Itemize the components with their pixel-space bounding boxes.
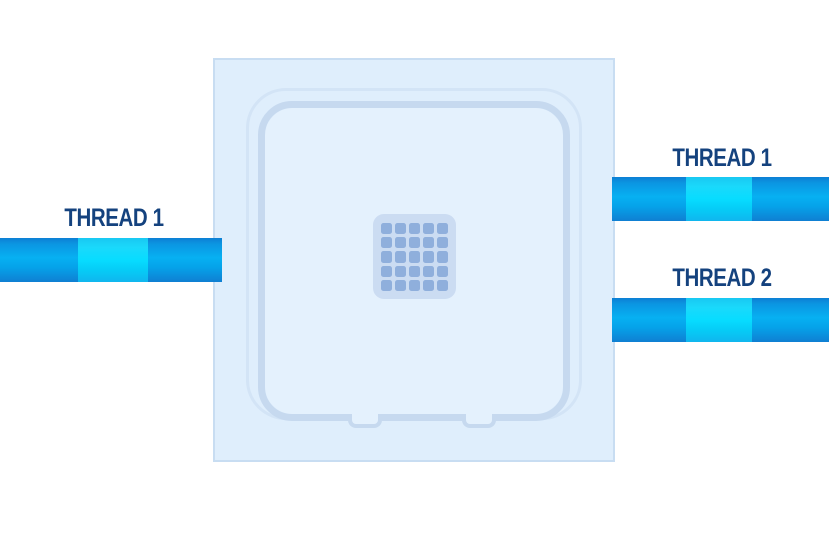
- cpu-core-cell: [423, 265, 434, 277]
- thread-segment-highlight: [686, 298, 752, 342]
- cpu-notch-right: [462, 414, 496, 428]
- cpu-core-cell: [409, 251, 420, 263]
- cpu-core-cell: [437, 279, 448, 291]
- cpu-core-cell: [437, 251, 448, 263]
- cpu-core-cell: [395, 265, 406, 277]
- cpu-frame-inner-ring: [258, 101, 570, 421]
- cpu-core-cell: [395, 237, 406, 249]
- cpu-core-cell: [423, 279, 434, 291]
- cpu-core-cell: [409, 237, 420, 249]
- cpu-core-cell: [437, 237, 448, 249]
- thread-bar-input-1: [0, 238, 222, 282]
- cpu-core-cell: [381, 265, 392, 277]
- thread-bar-output-1: [612, 177, 829, 221]
- cpu-core-cell: [423, 251, 434, 263]
- cpu-core-cell: [395, 251, 406, 263]
- thread-segment-highlight: [686, 177, 752, 221]
- cpu-core-cell: [409, 265, 420, 277]
- cpu-core-cell: [381, 279, 392, 291]
- cpu-notch-left: [348, 414, 382, 428]
- cpu-core-cell: [437, 223, 448, 235]
- cpu-core-cell: [381, 223, 392, 235]
- thread-label-input-1: THREAD 1: [64, 204, 164, 232]
- cpu-core-cell: [381, 237, 392, 249]
- cpu-core-cell: [395, 223, 406, 235]
- cpu-core-grid: [381, 223, 448, 291]
- thread-segment-highlight: [78, 238, 148, 282]
- thread-bar-output-2: [612, 298, 829, 342]
- cpu-core-cell: [423, 237, 434, 249]
- cpu-core-cell: [395, 279, 406, 291]
- cpu-core-cell: [437, 265, 448, 277]
- cpu-core-cell: [409, 223, 420, 235]
- cpu-core-cell: [381, 251, 392, 263]
- thread-label-output-2: THREAD 2: [672, 264, 772, 292]
- thread-label-output-1: THREAD 1: [672, 144, 772, 172]
- cpu-core-cell: [409, 279, 420, 291]
- cpu-core-cell: [423, 223, 434, 235]
